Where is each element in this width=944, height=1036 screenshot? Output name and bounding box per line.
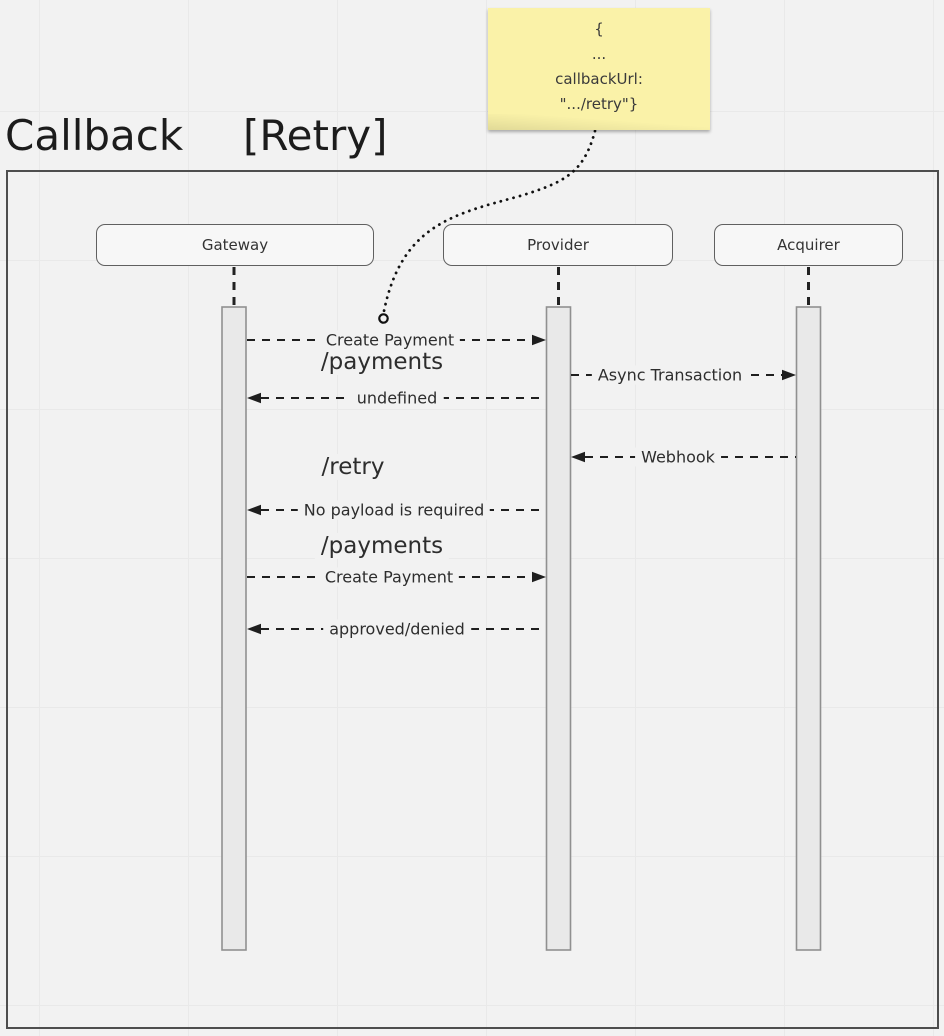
message-label-undefined[interactable]: undefined	[351, 389, 444, 408]
arrowhead-async-transaction	[782, 370, 796, 380]
message-label-create-payment-1[interactable]: Create Payment	[320, 331, 460, 350]
message-label-async-transaction[interactable]: Async Transaction	[592, 366, 748, 385]
participant-acquirer[interactable]: Acquirer	[714, 224, 903, 266]
message-label-retry[interactable]: /retry	[316, 454, 391, 480]
participant-provider-label: Provider	[527, 236, 589, 254]
note-connector-endpoint	[379, 314, 387, 322]
activation-bar-provider[interactable]	[547, 307, 571, 950]
note-connector-line	[384, 131, 595, 311]
arrowhead-create-payment-2	[532, 572, 546, 582]
arrowhead-create-payment-1	[532, 335, 546, 345]
note-line-1: {	[488, 17, 710, 42]
participant-acquirer-label: Acquirer	[777, 236, 840, 254]
arrowhead-approved-denied	[247, 624, 261, 634]
participant-gateway-label: Gateway	[202, 236, 268, 254]
note-line-4: ".../retry"}	[488, 92, 710, 117]
message-label-no-payload[interactable]: No payload is required	[298, 501, 490, 520]
note-line-3: callbackUrl:	[488, 67, 710, 92]
activation-bar-acquirer[interactable]	[797, 307, 821, 950]
arrowhead-undefined	[247, 393, 261, 403]
activation-bar-gateway[interactable]	[222, 307, 246, 950]
arrowhead-webhook	[571, 452, 585, 462]
message-label-create-payment-2[interactable]: Create Payment	[319, 568, 459, 587]
note-line-2: ...	[488, 42, 710, 67]
message-label-approved-denied[interactable]: approved/denied	[323, 620, 471, 639]
message-label-payments-2[interactable]: /payments	[315, 533, 449, 559]
message-label-payments-1[interactable]: /payments	[315, 349, 449, 375]
participant-gateway[interactable]: Gateway	[96, 224, 374, 266]
arrowhead-no-payload	[247, 505, 261, 515]
participant-provider[interactable]: Provider	[443, 224, 673, 266]
message-label-webhook[interactable]: Webhook	[635, 448, 721, 467]
sticky-note[interactable]: { ... callbackUrl: ".../retry"}	[488, 8, 710, 130]
